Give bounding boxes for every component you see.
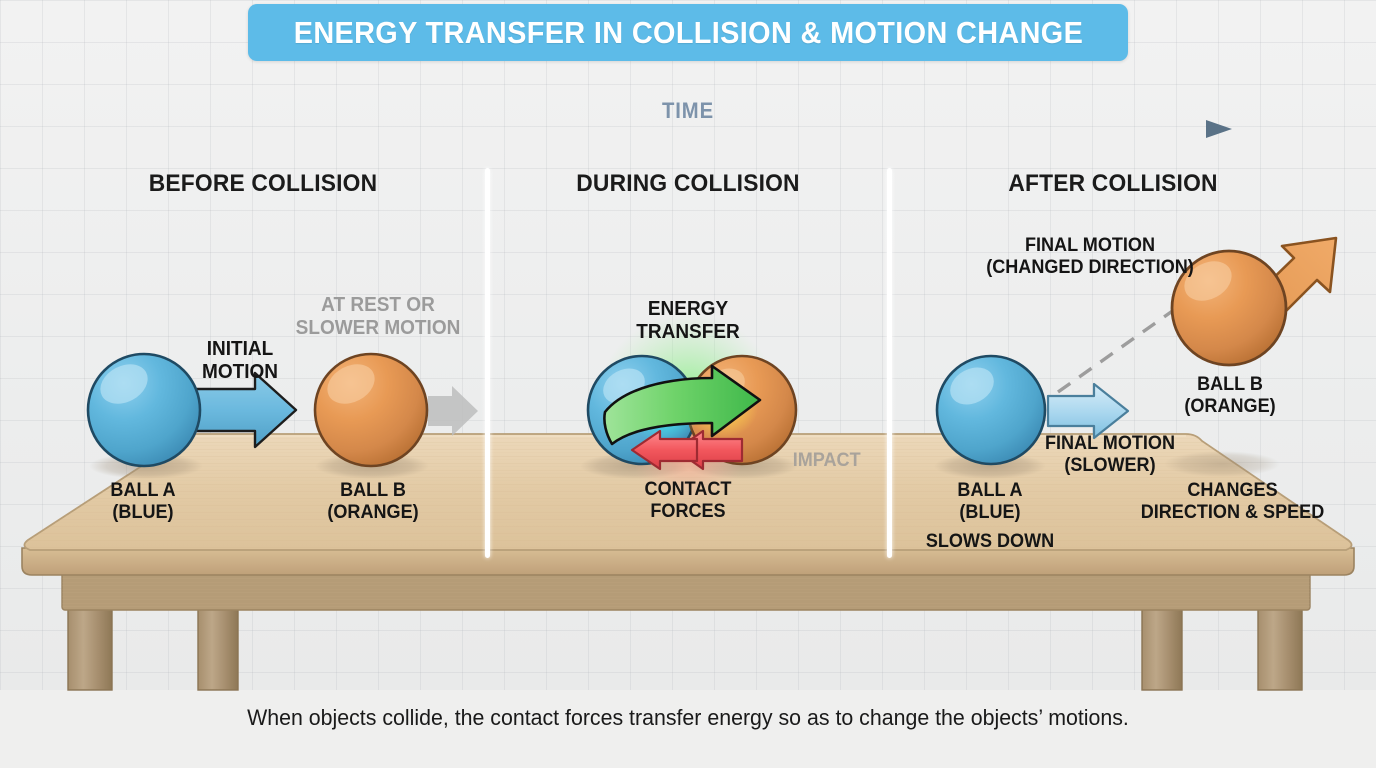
caption-band	[0, 690, 1376, 768]
panel-divider-2	[887, 168, 892, 558]
arrow-final-motion-slower	[1046, 382, 1130, 440]
time-axis-arrow	[120, 120, 1232, 138]
label-ball-b-after: BALL B (ORANGE)	[1184, 374, 1276, 417]
label-ball-a-before: BALL A (BLUE)	[110, 480, 176, 523]
label-final-motion-changed-direction: FINAL MOTION (CHANGED DIRECTION)	[986, 235, 1194, 278]
trajectory-dashed-line	[1057, 298, 1189, 394]
label-energy-transfer: ENERGY TRANSFER	[636, 298, 740, 343]
panel-divider-1	[485, 168, 490, 558]
arrow-initial-motion	[186, 371, 298, 449]
label-ball-b-before: BALL B (ORANGE)	[327, 480, 419, 523]
title-banner: ENERGY TRANSFER IN COLLISION & MOTION CH…	[248, 4, 1128, 61]
arrow-energy-transfer	[603, 364, 762, 446]
table-edge	[21, 547, 1355, 576]
time-axis-label: TIME	[661, 98, 715, 123]
label-ball-a-after: BALL A (BLUE)	[957, 480, 1023, 523]
label-at-rest: AT REST OR SLOWER MOTION	[295, 294, 461, 339]
arrow-contact-force-right	[630, 429, 699, 471]
label-initial-motion: INITIAL MOTION	[202, 338, 278, 383]
phase-header-after: AFTER COLLISION	[1008, 170, 1218, 197]
caption-text: When objects collide, the contact forces…	[247, 705, 1129, 730]
shadow-ball-a-after	[934, 453, 1046, 479]
highlight-ball-a-before	[100, 364, 148, 404]
label-impact: IMPACT	[792, 450, 861, 471]
page-title: ENERGY TRANSFER IN COLLISION & MOTION CH…	[293, 14, 1083, 50]
phase-header-before: BEFORE COLLISION	[148, 170, 378, 197]
phase-header-during: DURING COLLISION	[576, 170, 800, 197]
label-changes-direction-speed: CHANGES DIRECTION & SPEED	[1140, 480, 1325, 523]
highlight-ball-a-after	[950, 367, 994, 405]
highlight-ball-b-after	[1184, 261, 1232, 301]
shadow-ball-b-after	[1164, 451, 1280, 477]
label-contact-forces: CONTACT FORCES	[644, 479, 732, 522]
highlight-ball-b-before	[327, 364, 375, 404]
label-final-motion-slower: FINAL MOTION (SLOWER)	[1044, 433, 1176, 476]
arrow-at-rest-ghost	[428, 386, 478, 436]
label-slows-down: SLOWS DOWN	[925, 531, 1055, 552]
